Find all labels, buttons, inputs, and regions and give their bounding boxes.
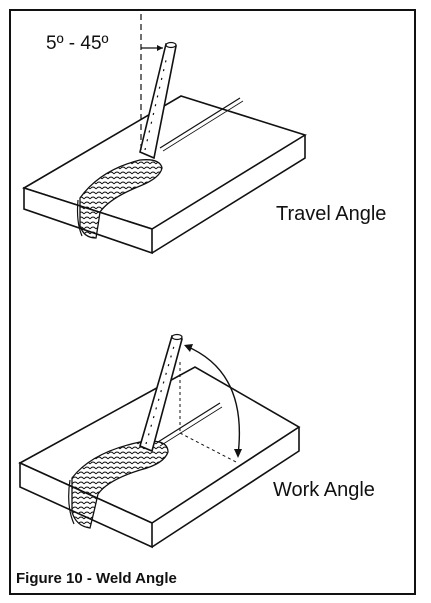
work-angle-label: Work Angle bbox=[273, 479, 375, 501]
work-angle-illustration bbox=[18, 333, 301, 549]
travel-angle-range-label: 5º - 45º bbox=[46, 33, 109, 54]
travel-weld-bead bbox=[76, 159, 163, 239]
work-electrode bbox=[139, 333, 183, 453]
travel-angle-label: Travel Angle bbox=[276, 203, 387, 225]
travel-angle-illustration bbox=[22, 14, 307, 255]
work-plate-reference bbox=[179, 432, 239, 464]
figure-caption: Figure 10 - Weld Angle bbox=[16, 570, 177, 587]
work-weld-bead bbox=[68, 440, 169, 529]
travel-plate bbox=[22, 95, 307, 255]
work-angle-arc-arrow bbox=[184, 344, 242, 458]
travel-joint-line bbox=[159, 97, 241, 149]
travel-electrode bbox=[139, 41, 177, 160]
work-joint-line bbox=[157, 402, 221, 443]
